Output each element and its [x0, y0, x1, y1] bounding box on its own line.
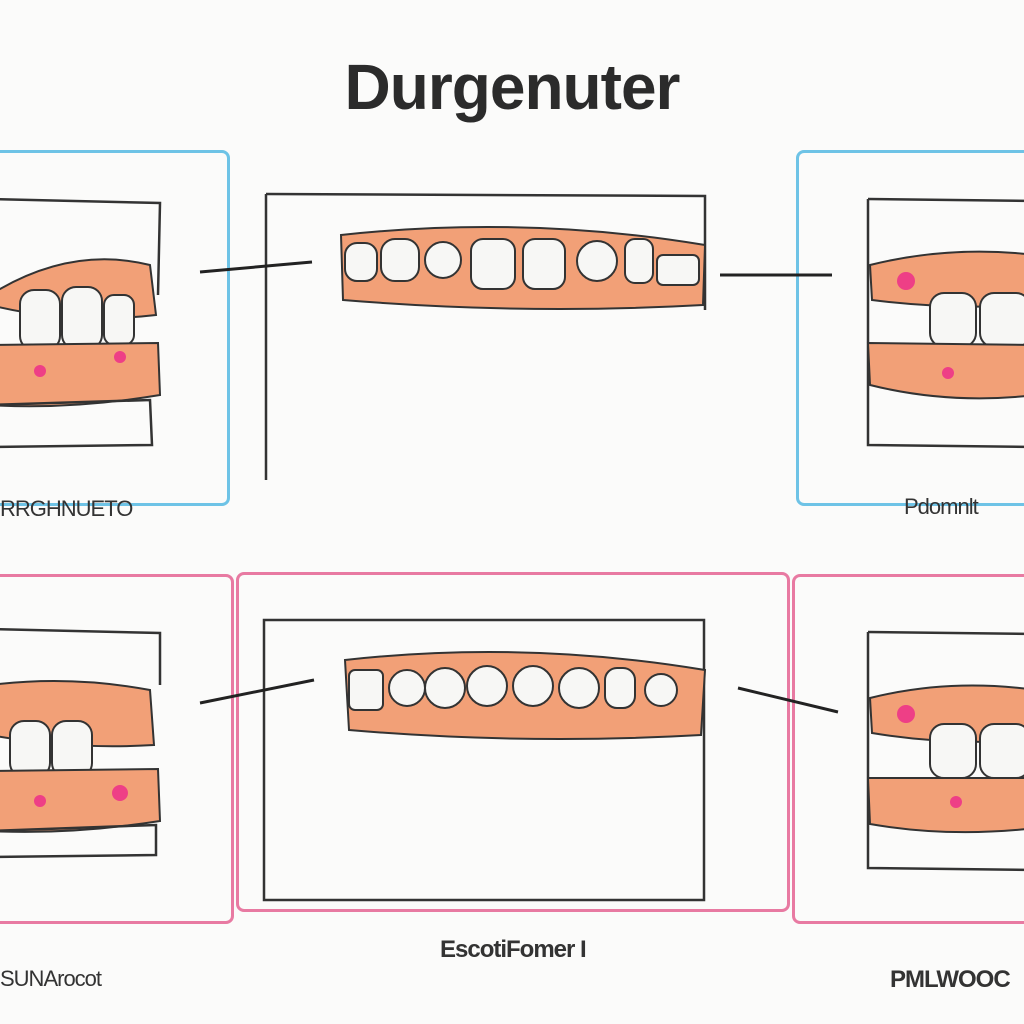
- diagram-title: Durgenuter: [344, 51, 681, 123]
- jaw-illustration-bottom-right: [866, 630, 1024, 872]
- connector-bottom-right: [737, 686, 839, 714]
- jaw-illustration-top-left: [0, 197, 162, 449]
- caption-top-right: Pdomnlt: [904, 494, 979, 519]
- panel-bottom-left: [0, 574, 234, 924]
- caption-bottom-center: EscotiFomer I: [440, 936, 587, 963]
- caption-bottom-left: SUNArocot: [0, 966, 102, 991]
- jaw-illustration-top-right: [866, 197, 1024, 449]
- jaw-illustration-top-center: [339, 226, 707, 310]
- panel-top-right: [796, 150, 1024, 506]
- caption-top-left: RRGHNUETO: [0, 496, 133, 521]
- panel-top-left: [0, 150, 230, 506]
- connector-bottom-left: [199, 678, 315, 705]
- panel-bottom-right: [792, 574, 1024, 924]
- bottom-center-frame: [262, 618, 706, 902]
- jaw-illustration-bottom-center: [343, 651, 707, 740]
- caption-bottom-right: PMLWOOC: [890, 966, 1011, 993]
- jaw-illustration-bottom-left: [0, 627, 162, 859]
- panel-bottom-center: [236, 572, 790, 912]
- connector-top-left: [199, 260, 313, 274]
